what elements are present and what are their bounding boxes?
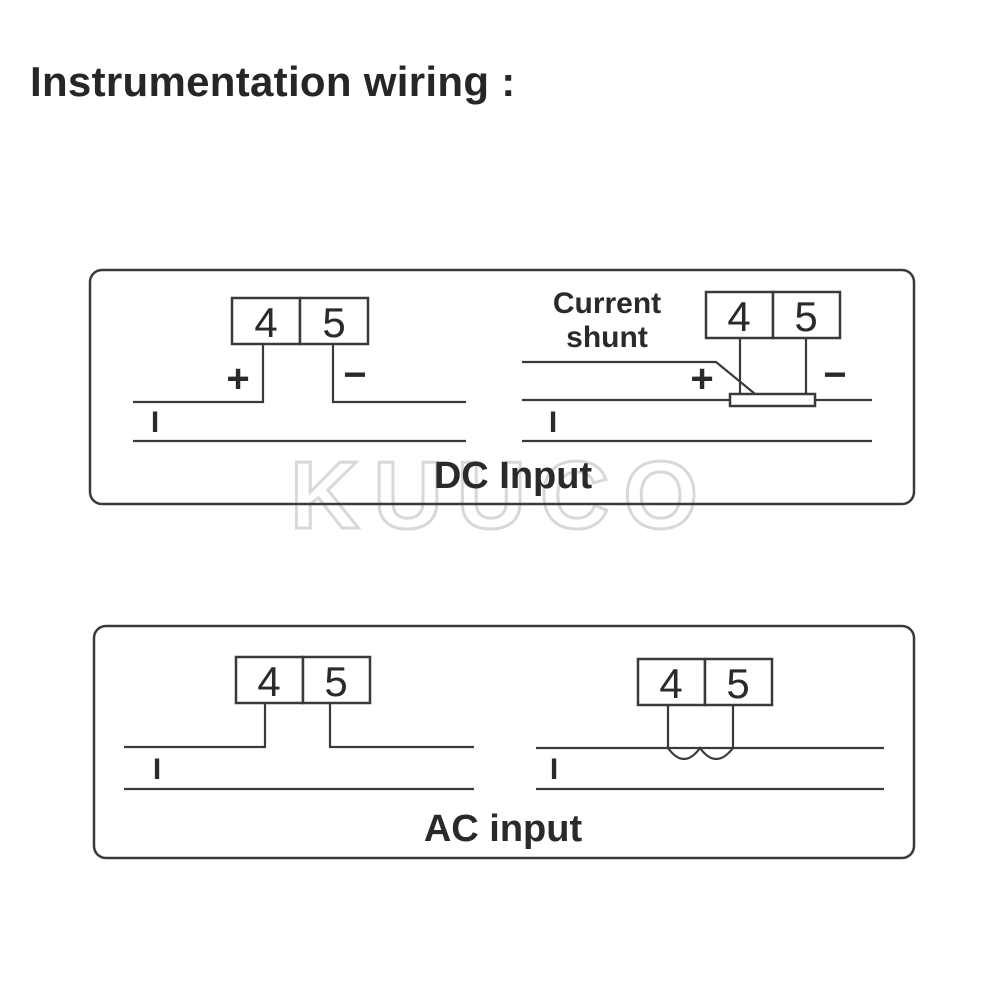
dc-left-negative-wire xyxy=(331,344,466,404)
ac-left-terminal-4-label: 4 xyxy=(257,658,280,705)
ac-right-coil-loop xyxy=(666,705,735,761)
dc-right-terminal-5-label: 5 xyxy=(794,293,817,340)
ac-left-terminal-4 xyxy=(234,655,305,705)
dc-right-circuit: Current shunt 4 5 + − I xyxy=(522,287,872,443)
dc-left-positive-wire xyxy=(133,344,265,404)
dc-input-label: DC Input xyxy=(434,455,593,497)
ac-left-terminal-5-label: 5 xyxy=(324,658,347,705)
dc-left-minus-sign: − xyxy=(343,353,366,397)
dc-left-terminal-4-label: 4 xyxy=(254,299,277,346)
ac-input-panel: 4 5 I 4 5 I AC input xyxy=(92,624,916,860)
ac-left-line-wire xyxy=(124,703,267,749)
dc-left-circuit: 4 5 + − I xyxy=(133,296,466,443)
dc-left-line-mark: I xyxy=(151,406,159,439)
dc-left-plus-sign: + xyxy=(226,357,249,401)
ac-left-neutral-wire xyxy=(328,703,474,749)
ac-input-label: AC input xyxy=(424,808,583,850)
dc-right-terminal-4-label: 4 xyxy=(727,293,750,340)
current-shunt-label-line1: Current xyxy=(553,287,661,320)
ac-left-terminal-5 xyxy=(301,655,372,705)
dc-right-shunt-input-wire xyxy=(522,360,761,399)
ac-right-circuit: 4 5 I xyxy=(536,657,884,791)
watermark-logo: KUUCO xyxy=(290,442,712,549)
ac-right-terminal-4 xyxy=(636,657,707,707)
dc-panel-frame xyxy=(88,268,916,506)
dc-left-terminal-5 xyxy=(298,296,370,346)
ac-right-terminal-5-label: 5 xyxy=(726,660,749,707)
current-shunt-label-line2: shunt xyxy=(566,321,648,354)
page-title: Instrumentation wiring : xyxy=(30,58,516,105)
dc-right-minus-sign: − xyxy=(823,353,846,397)
dc-left-terminal-4 xyxy=(230,296,302,346)
ac-right-terminal-5 xyxy=(703,657,774,707)
ac-left-line-mark: I xyxy=(153,753,161,786)
dc-right-line-mark: I xyxy=(549,406,557,439)
dc-input-panel: 4 5 + − I Current shunt 4 5 + − I xyxy=(88,268,916,506)
ac-right-terminal-4-label: 4 xyxy=(659,660,682,707)
dc-right-terminal-5 xyxy=(771,290,842,340)
ac-left-circuit: 4 5 I xyxy=(124,655,474,791)
current-shunt-resistor xyxy=(728,392,817,408)
ac-right-line-mark: I xyxy=(550,753,558,786)
dc-right-plus-sign: + xyxy=(690,357,713,401)
ac-panel-frame xyxy=(92,624,916,860)
dc-left-terminal-5-label: 5 xyxy=(322,299,345,346)
